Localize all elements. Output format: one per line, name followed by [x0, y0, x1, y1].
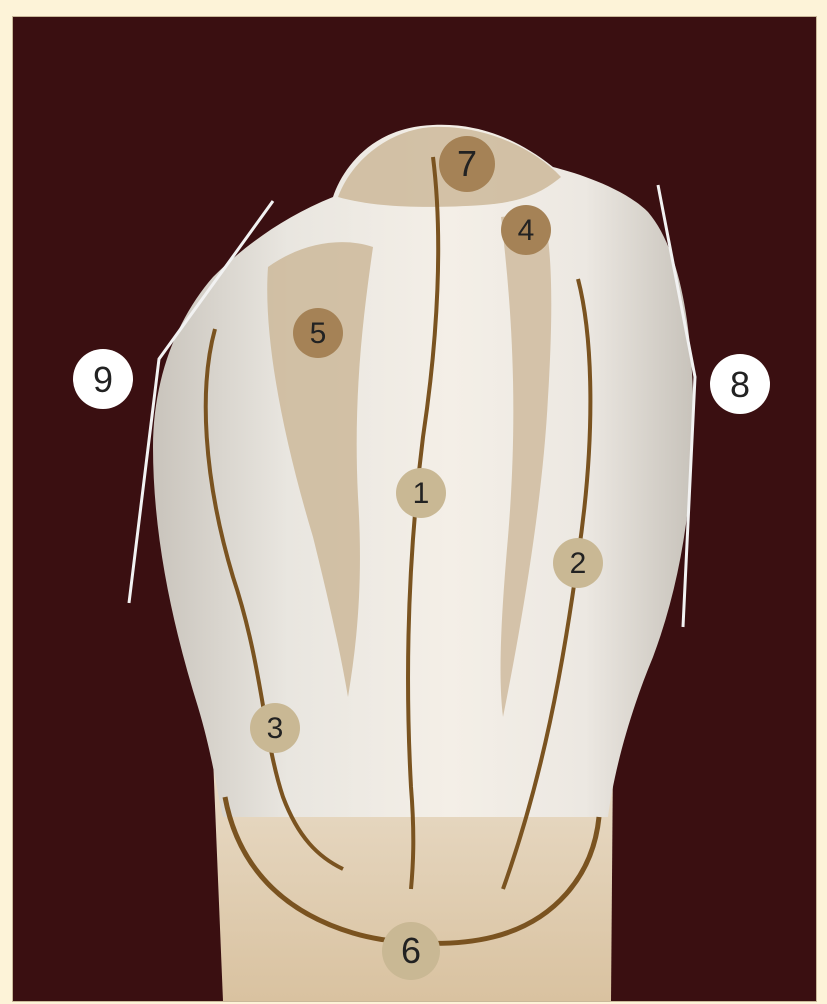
- label-6-text: 6: [401, 930, 421, 971]
- label-4: 4: [501, 205, 551, 255]
- label-6: 6: [382, 922, 440, 980]
- label-9-text: 9: [93, 359, 113, 400]
- label-5-text: 5: [310, 317, 327, 350]
- tooth-illustration: 1 2 3 4 5 6 7: [13, 17, 816, 1001]
- label-8: 8: [710, 354, 770, 414]
- label-1: 1: [396, 468, 446, 518]
- label-7-text: 7: [457, 143, 477, 184]
- label-8-text: 8: [730, 364, 750, 405]
- label-7: 7: [439, 136, 495, 192]
- label-3-text: 3: [267, 712, 284, 745]
- label-2: 2: [553, 538, 603, 588]
- label-5: 5: [293, 308, 343, 358]
- label-4-text: 4: [518, 214, 535, 247]
- label-2-text: 2: [570, 547, 587, 580]
- label-3: 3: [250, 703, 300, 753]
- label-9: 9: [73, 349, 133, 409]
- label-1-text: 1: [413, 477, 430, 510]
- tooth-figure: 1 2 3 4 5 6 7: [12, 16, 817, 1002]
